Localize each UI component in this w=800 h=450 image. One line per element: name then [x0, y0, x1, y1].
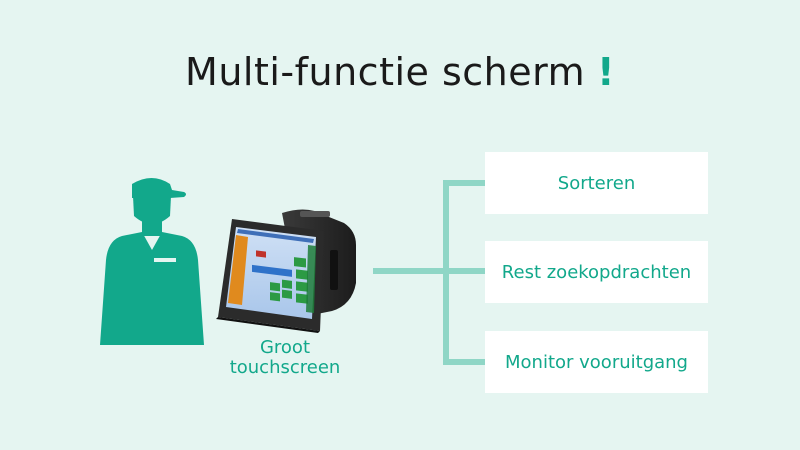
- function-box-monitor-vooruitgang: Monitor vooruitgang: [485, 331, 708, 393]
- device-caption: Groot touchscreen: [212, 338, 358, 378]
- exclamation-icon: !: [597, 50, 615, 94]
- function-box-sorteren: Sorteren: [485, 152, 708, 214]
- function-label: Sorteren: [557, 172, 636, 194]
- device-caption-line1: Groot: [259, 337, 311, 358]
- function-label: Monitor vooruitgang: [505, 351, 688, 373]
- device-caption-line2: touchscreen: [229, 357, 341, 378]
- person-cap-icon: [100, 178, 204, 345]
- touchscreen-terminal-icon: [216, 209, 356, 333]
- function-box-rest-zoekopdrachten: Rest zoekopdrachten: [485, 241, 708, 303]
- title-text: Multi-functie scherm: [185, 50, 586, 94]
- function-label: Rest zoekopdrachten: [501, 261, 692, 283]
- page-title: Multi-functie scherm!: [0, 50, 800, 94]
